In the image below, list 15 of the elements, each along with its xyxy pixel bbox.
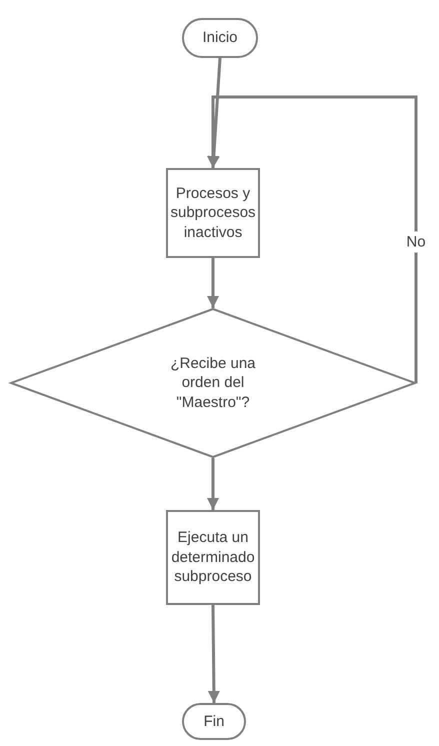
arrow [207,458,219,510]
node-text: Ejecuta un determinado subproceso [171,528,255,587]
process-box [166,510,260,605]
node-text: ¿Recibe una orden del "Maestro"? [169,354,257,412]
terminal-box [182,703,246,740]
node-text: Inicio [202,28,238,48]
arrow [207,258,219,308]
arrow [207,96,418,383]
process-box [166,168,260,258]
node-text: Procesos y subprocesos inactivos [170,184,256,242]
terminal-box [182,18,258,58]
decision-diamond [10,308,416,458]
arrow [208,604,220,704]
edge-label: No [405,232,427,252]
node-text: Fin [204,712,224,732]
